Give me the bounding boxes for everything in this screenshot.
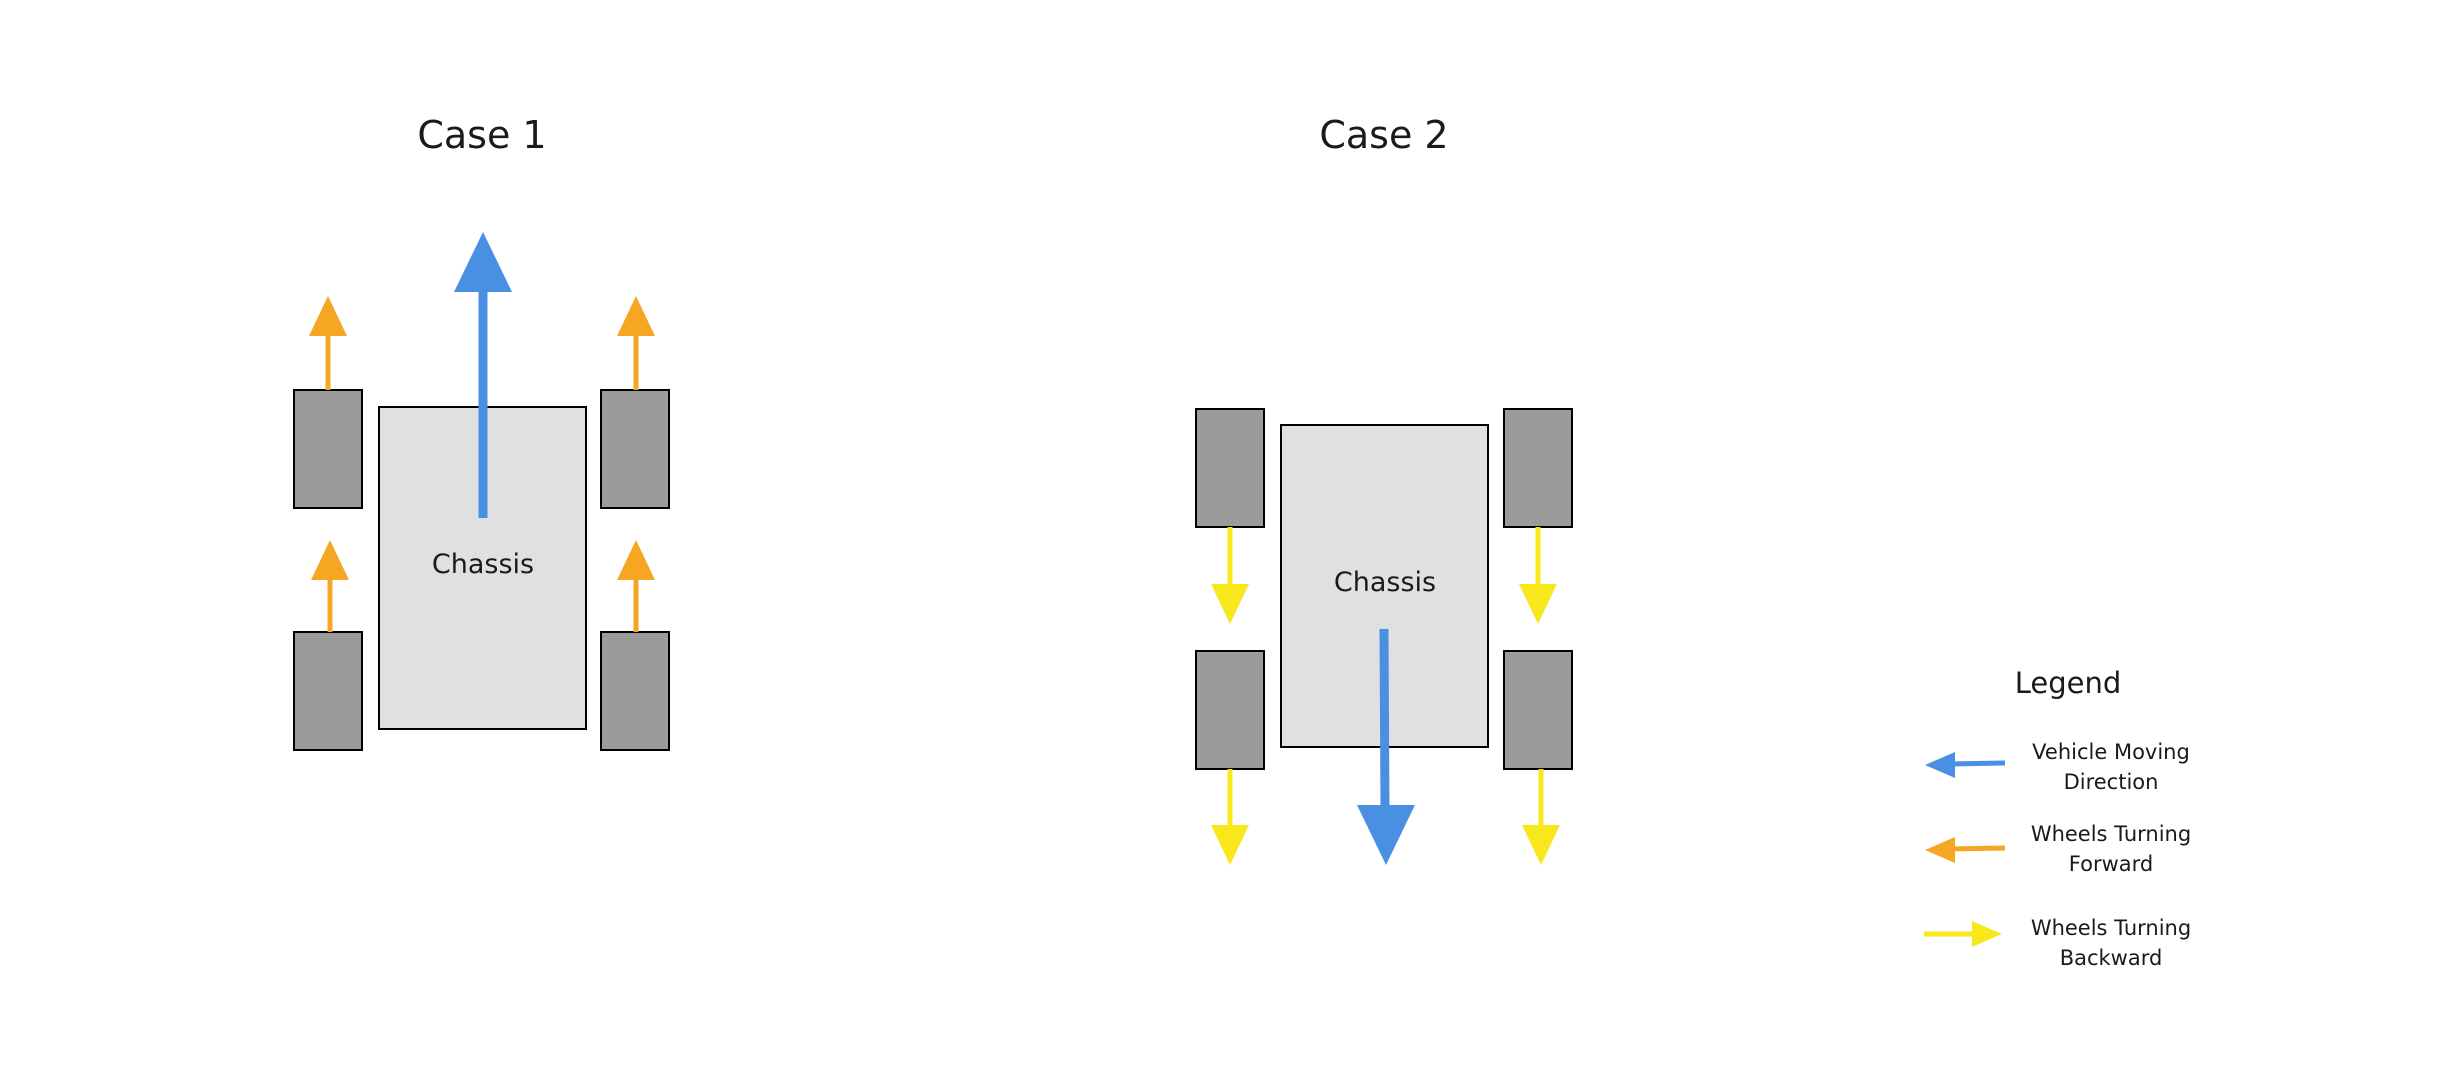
legend-item-wheels-backward-line1: Wheels Turning <box>2031 916 2191 940</box>
case-1-vehicle-direction-arrow <box>454 232 512 518</box>
case-1-wheel-front-right <box>600 389 670 509</box>
case-2-wheel-front-right <box>1503 408 1573 528</box>
case-1-chassis-label: Chassis <box>432 549 534 580</box>
case-2-wheel-front-left <box>1195 408 1265 528</box>
case-2-wheel-arrow-front-left <box>1211 527 1249 624</box>
case-2-title: Case 2 <box>1319 113 1448 157</box>
case-1-wheel-rear-right <box>600 631 670 751</box>
case-2-wheel-arrow-rear-right <box>1522 769 1560 865</box>
case-1-wheel-arrow-rear-left <box>311 540 349 632</box>
case-2-vehicle-direction-arrow <box>1357 628 1415 865</box>
case-2-wheel-rear-right <box>1503 650 1573 770</box>
legend-item-wheels-forward-line2: Forward <box>2069 852 2153 876</box>
legend-item-vehicle-direction-line2: Direction <box>2064 770 2159 794</box>
case-1-wheel-arrow-rear-right <box>617 540 655 632</box>
case-1-title: Case 1 <box>417 113 546 157</box>
legend-wheels-forward-arrow-icon <box>1925 837 2006 863</box>
legend-title: Legend <box>2015 666 2122 700</box>
case-1-wheel-arrow-front-right <box>617 296 655 390</box>
case-2-wheel-arrow-rear-left <box>1211 769 1249 865</box>
case-2-wheel-arrow-front-right <box>1519 527 1557 624</box>
case-1-group: Case 1 Chassis <box>293 113 670 751</box>
legend: Legend Vehicle Moving Direction Wheels T… <box>1924 666 2191 970</box>
case-1-wheel-arrow-front-left <box>309 296 347 390</box>
legend-vehicle-direction-arrow-icon <box>1925 752 2006 778</box>
legend-item-wheels-backward-line2: Backward <box>2060 946 2163 970</box>
case-1-wheel-front-left <box>293 389 363 509</box>
legend-item-wheels-forward-line1: Wheels Turning <box>2031 822 2191 846</box>
legend-item-vehicle-direction-line1: Vehicle Moving <box>2032 740 2190 764</box>
case-1-wheel-rear-left <box>293 631 363 751</box>
case-2-chassis-label: Chassis <box>1334 567 1436 598</box>
case-2-wheel-rear-left <box>1195 650 1265 770</box>
case-2-group: Case 2 Chassis <box>1195 113 1573 865</box>
legend-wheels-backward-arrow-icon <box>1924 921 2002 947</box>
